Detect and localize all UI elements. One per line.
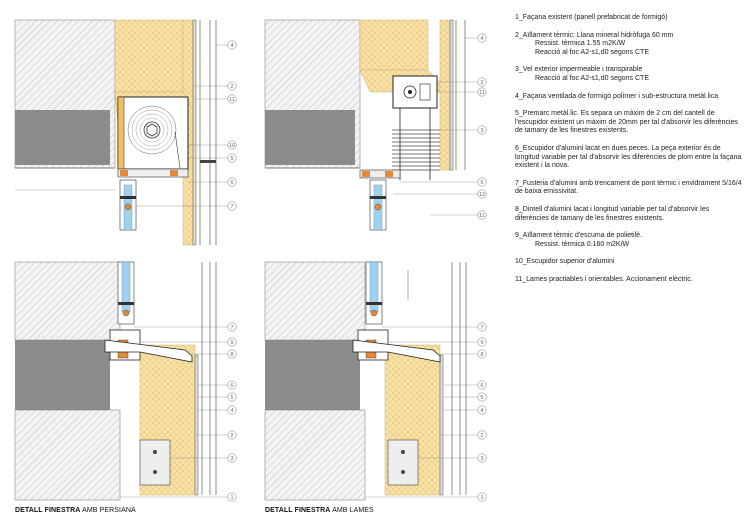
callout-bubble: 3 [227,453,237,463]
callout-number: 6 [230,180,233,186]
callout-number: 7 [230,204,233,210]
detail-lames-top [264,19,478,231]
legend-item: 10_Escupidor superior d'alumini [515,258,743,267]
callout-number: 6 [230,383,233,389]
callout-bubble: 11 [477,87,487,97]
callout-bubble: 11 [477,210,487,220]
legend-item-title: 3_Vel exterior impermeable i transpirabl… [515,66,643,74]
legend-item-title: 7_Fusteria d'alumini amb trencament de p… [515,179,742,196]
callout-number: 7 [230,325,233,331]
callout-bubble: 5 [477,392,487,402]
legend-item-detail: Ressist. tèrmica 0.160 m2K/W [535,240,630,248]
legend-item-title: 6_Escupidor d'alumini lacat en dues pece… [515,144,742,170]
callout-number: 7 [480,325,483,331]
callout-number: 2 [230,433,233,439]
callout-number: 5 [480,395,483,401]
callout-bubble: 5 [227,392,237,402]
legend-item-detail: Reacció al foc A2-s1,d0 segons CTE [535,48,650,56]
caption-persiana: DETALL FINESTRA AMB PERSIANA [15,507,136,514]
callout-number: 10 [229,143,235,149]
callout-number: 1 [480,495,483,501]
legend-item: 1_Façana existent (panell prefabricat de… [515,14,743,23]
callout-bubble: 9 [227,337,237,347]
callout-number: 4 [230,408,233,414]
detail-persiana-top [14,19,228,246]
legend-item: 9_Aïllament tèrmic d'escuma de polietilè… [515,232,743,249]
callout-number: 9 [230,340,233,346]
callout-number: 4 [480,408,483,414]
callout-bubble: 2 [477,430,487,440]
callout-bubble: 4 [227,405,237,415]
legend-item: 11_Lames practiables i orientables. Acci… [515,276,743,285]
callout-bubble: 2 [477,77,487,87]
callout-bubble: 5 [227,153,237,163]
callout-number: 5 [230,395,233,401]
section-details-drawing: 4 2 11 10 5 6 7 4 2 11 3 6 12 11 7 9 8 6 5 4 2 3 1 7 9 8 6 5 4 2 3 1 [14,19,487,502]
callout-bubble: 6 [227,177,237,187]
callout-bubble: 6 [227,380,237,390]
legend-item-title: 5_Premarc metàl.lic. Es separa un màxim … [515,110,738,135]
callout-bubble: 2 [227,430,237,440]
callout-bubble: 3 [477,453,487,463]
legend-item: 8_Dintell d'alumini lacat i longitud var… [515,206,743,223]
callout-bubble: 6 [477,380,487,390]
callout-number: 11 [479,90,485,96]
callout-bubble: 7 [227,201,237,211]
legend-item: 4_Façana ventilada de formigó polímer i … [515,93,743,102]
callout-bubble: 7 [477,322,487,332]
legend-item: 3_Vel exterior impermeable i transpirabl… [515,66,743,83]
legend-item-title: 2_Aïllament tèrmic: Llana mineral hidròf… [515,31,674,39]
callout-number: 2 [480,80,483,86]
callout-number: 2 [480,433,483,439]
legend-item-detail: Ressist. tèrmica 1.55 m2K/W [535,40,626,48]
callout-number: 4 [230,43,233,49]
callout-bubble: 12 [477,189,487,199]
callout-number: 3 [230,456,233,462]
callout-number: 3 [480,128,483,134]
callout-bubble: 4 [477,405,487,415]
callout-number: 9 [480,340,483,346]
callout-number: 11 [229,97,235,103]
callout-number: 5 [230,156,233,162]
callout-number: 12 [479,192,485,198]
callout-number: 1 [230,495,233,501]
legend-item-detail: Reacció al foc A2-s1,d0 segons CTE [535,74,650,82]
callout-number: 6 [480,383,483,389]
callout-bubble: 11 [227,94,237,104]
caption-lames: DETALL FINESTRA AMB LAMES [265,507,374,514]
callout-markers: 4 2 11 10 5 6 7 4 2 11 3 6 12 11 7 9 8 6 5 4 2 3 1 7 9 8 6 5 4 2 3 1 [227,33,487,502]
callout-bubble: 8 [477,349,487,359]
legend-item-title: 9_Aïllament tèrmic d'escuma de polietilè… [515,232,643,240]
callout-bubble: 4 [477,33,487,43]
callout-number: 3 [480,456,483,462]
legend-item-title: 8_Dintell d'alumini lacat i longitud var… [515,205,710,222]
legend: 1_Façana existent (panell prefabricat de… [515,14,743,293]
callout-number: 8 [230,352,233,358]
legend-item-title: 4_Façana ventilada de formigó polímer i … [515,92,719,100]
callout-bubble: 1 [227,492,237,502]
callout-bubble: 2 [227,81,237,91]
callout-number: 4 [480,36,483,42]
legend-item: 6_Escupidor d'alumini lacat en dues pece… [515,145,743,171]
detail-persiana-bottom [14,261,228,501]
legend-item: 7_Fusteria d'alumini amb trencament de p… [515,180,743,197]
detail-lames-bottom [264,261,478,501]
legend-item-title: 10_Escupidor superior d'alumini [515,258,615,266]
callout-bubble: 1 [477,492,487,502]
callout-number: 6 [480,180,483,186]
callout-number: 8 [480,352,483,358]
callout-bubble: 8 [227,349,237,359]
callout-number: 2 [230,84,233,90]
callout-bubble: 4 [227,40,237,50]
legend-item-title: 11_Lames practiables i orientables. Acci… [515,275,693,283]
callout-bubble: 7 [227,322,237,332]
legend-item: 5_Premarc metàl.lic. Es separa un màxim … [515,110,743,136]
callout-bubble: 3 [477,125,487,135]
legend-item: 2_Aïllament tèrmic: Llana mineral hidròf… [515,32,743,58]
legend-item-title: 1_Façana existent (panell prefabricat de… [515,14,668,21]
callout-bubble: 6 [477,177,487,187]
callout-bubble: 10 [227,140,237,150]
callout-bubble: 9 [477,337,487,347]
callout-number: 11 [479,213,485,219]
